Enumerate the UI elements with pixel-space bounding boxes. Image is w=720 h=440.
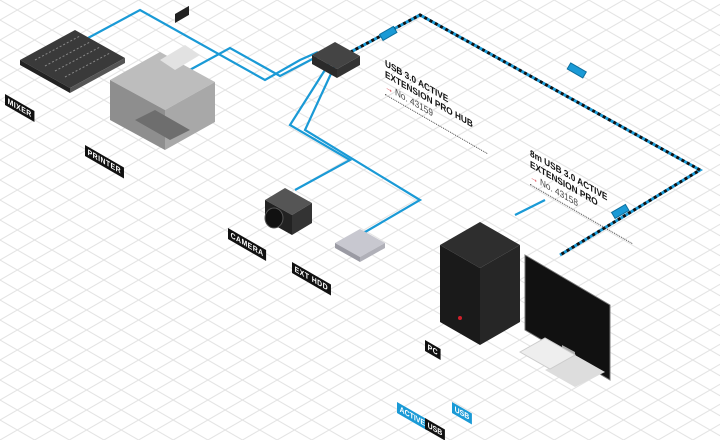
cable-hdd	[303, 64, 423, 236]
extension-repeaters	[378, 25, 630, 220]
cable-mixer	[74, 8, 319, 82]
cable-printer	[174, 46, 321, 79]
usb-hub-icon	[312, 42, 360, 78]
camera-icon	[264, 188, 312, 235]
mixer-icon	[20, 30, 125, 93]
pc-tower-icon	[440, 222, 520, 345]
usb-cables	[74, 8, 546, 236]
printer-icon	[110, 5, 215, 150]
cable-camera	[288, 61, 353, 191]
cable-pc	[514, 199, 546, 216]
keyboard-icon	[518, 337, 577, 370]
monitor-icon	[518, 254, 611, 387]
external-hdd-icon	[335, 229, 385, 262]
